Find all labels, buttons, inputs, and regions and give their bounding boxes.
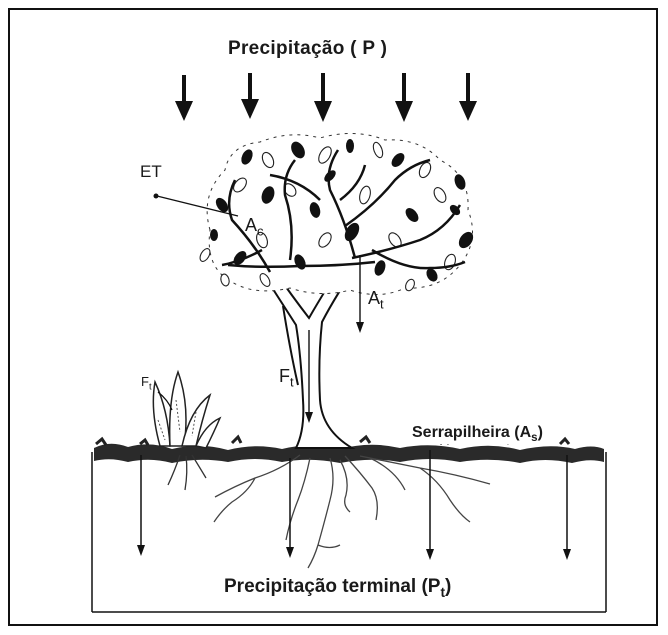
terminal-main: Precipitação terminal (P <box>224 576 440 597</box>
terminal-close: ) <box>445 576 451 597</box>
ft-tree-main: F <box>279 366 290 386</box>
rain-arrows <box>175 73 477 122</box>
ft-grass-main: F <box>141 374 149 389</box>
ft-tree-sub: t <box>290 375 294 390</box>
at-main: A <box>368 288 380 308</box>
litter-close: ) <box>538 424 543 441</box>
percolation-arrow <box>563 455 571 560</box>
tree-roots <box>214 455 490 568</box>
precipitation-title: Precipitação ( P ) <box>228 38 387 60</box>
percolation-arrow <box>286 458 294 558</box>
grass <box>153 372 220 490</box>
rain-arrow <box>175 75 193 121</box>
terminal-precipitation-label: Precipitação terminal (Pt) <box>222 576 453 600</box>
ac-sub: c <box>257 224 263 239</box>
rain-arrow <box>241 73 259 119</box>
ac-main: A <box>245 215 257 235</box>
rain-arrow <box>459 73 477 121</box>
et-label: ET <box>140 162 162 182</box>
throughfall-label: At <box>368 288 384 312</box>
canopy-interception-label: Ac <box>245 215 264 239</box>
litter-main: Serrapilheira (A <box>412 424 531 441</box>
ft-grass-sub: t <box>149 381 152 391</box>
stemflow-grass-label: Ft <box>141 374 152 391</box>
at-sub: t <box>380 297 384 312</box>
rain-arrow <box>314 73 332 122</box>
stemflow-tree-label: Ft <box>279 366 294 390</box>
tree-canopy <box>198 133 476 294</box>
litter-label: Serrapilheira (As) <box>410 424 545 444</box>
rain-arrow <box>395 73 413 122</box>
percolation-arrow <box>426 450 434 560</box>
percolation-arrow <box>137 455 145 556</box>
